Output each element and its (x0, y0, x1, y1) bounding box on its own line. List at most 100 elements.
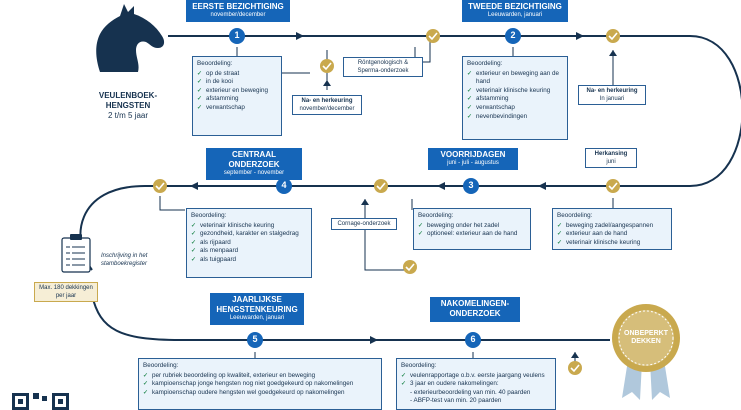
box-title: Beoordeling: (143, 362, 179, 369)
stage-subtitle: juni - juli - augustus (447, 160, 499, 166)
list-item: op de straat (197, 70, 277, 79)
qr-code-icon (12, 393, 69, 410)
stage-title: TWEEDE BEZICHTIGING (468, 2, 562, 11)
stage-header-1: EERSTE BEZICHTIGING november/december (186, 0, 290, 22)
list-subitem: - exterieurbeoordeling van min. 40 paard… (410, 388, 531, 396)
title-age: 2 t/m 5 jaar (107, 111, 148, 120)
list-item: afstamming (467, 95, 563, 104)
check-badges (153, 29, 620, 375)
seal-text: ONBEPERKT DEKKEN (624, 330, 668, 345)
stage-circle-5 (247, 332, 263, 348)
stage-header-4: CENTRAAL ONDERZOEK september - november (206, 148, 302, 180)
criteria-box-2: Beoordeling: exterieur en beweging aan d… (462, 56, 568, 140)
box-title: Beoordeling: (418, 212, 454, 219)
check-badge-icon (426, 29, 440, 43)
criteria-box-5: Beoordeling: per rubriek beoordeling op … (138, 358, 382, 410)
criteria-box-4: Beoordeling: veterinair klinische keurin… (186, 208, 312, 278)
stage-title: JAARLIJKSE HENGSTENKEURING (216, 295, 298, 314)
list-item: gezondheid, karakter en stalgedrag (191, 230, 307, 239)
list-item: kampioenschap jonge hengsten nog niet go… (143, 380, 377, 389)
list-item: in de kooi (197, 78, 277, 87)
list-item: exterieur en beweging aan de hand (467, 70, 563, 87)
check-badge-icon (374, 179, 388, 193)
diagram-title: VEULENBOEK-HENGSTEN 2 t/m 5 jaar (88, 91, 168, 121)
pill-title: Na- en herkeuring (586, 88, 638, 94)
pill-title: Herkansing (594, 151, 628, 157)
dekkingen-label: Max. 180 dekkingen per jaar (34, 282, 98, 302)
criteria-box-herkansing: Beoordeling: beweging zadel/aangespannen… (552, 208, 672, 250)
stage-number: 6 (470, 334, 476, 344)
stage-title: CENTRAAL ONDERZOEK (228, 150, 280, 169)
pill-subtitle: november/december (299, 106, 355, 112)
cornage-label: Cornage-onderzoek (331, 218, 397, 230)
list-item: afstamming (197, 95, 277, 104)
clipboard-icon (61, 234, 91, 273)
stage-circle-1 (229, 28, 245, 44)
stage-markers (229, 28, 521, 348)
pill-subtitle: juni (606, 159, 616, 165)
stage-number: 3 (468, 180, 474, 190)
stage-header-3: VOORRIJDAGEN juni - juli - augustus (428, 148, 518, 170)
stage-circle-4 (276, 178, 292, 194)
stage-header-2: TWEEDE BEZICHTIGING Leeuwarden, januari (462, 0, 568, 22)
stamboek-note: Inschrijving in het stamboekregister (101, 253, 148, 267)
list-item: veterinair klinische keuring (467, 87, 563, 96)
criteria-box-6: Beoordeling: veulenrapportage o.b.v. eer… (396, 358, 556, 410)
list-item: exterieur aan de hand (557, 230, 667, 239)
check-badge-icon (320, 59, 334, 73)
box-title: Beoordeling: (557, 212, 593, 219)
stage-circle-3 (463, 178, 479, 194)
herkeuring-label-1: Na- en herkeuring november/december (292, 95, 362, 115)
herkansing-label: Herkansing juni (585, 148, 637, 168)
list-item: veterinair klinische keuring (557, 239, 667, 248)
stage-number: 5 (252, 334, 258, 344)
check-badge-icon (606, 29, 620, 43)
horse-icon (96, 4, 165, 72)
list-item: als menpaard (191, 247, 307, 256)
check-badge-icon (568, 361, 582, 375)
list-item: beweging onder het zadel (418, 222, 526, 231)
list-item: beweging zadel/aangespannen (557, 222, 667, 231)
pill-subtitle: In januari (599, 96, 625, 102)
list-item: optioneel: exterieur aan de hand (418, 230, 526, 239)
check-badge-icon (153, 179, 167, 193)
list-item: kampioenschap oudere hengsten wel goedge… (143, 389, 377, 398)
flow-line-curve-left-2 (91, 294, 181, 341)
check-badge-icon (403, 260, 417, 274)
list-item: verwantschap (197, 104, 277, 113)
list-item: 3 jaar en oudere nakomelingen: (401, 380, 551, 389)
stage-subtitle: Leeuwarden, januari (229, 315, 285, 321)
stage-title: NAKOMELINGEN-ONDERZOEK (440, 299, 510, 318)
stage-title: VOORRIJDAGEN (440, 150, 506, 159)
list-subitem: - ABFP-test van min. 20 paarden (410, 397, 502, 405)
criteria-box-3: Beoordeling: beweging onder het zadel op… (413, 208, 531, 250)
stage-circle-6 (465, 332, 481, 348)
seal-icon (612, 304, 680, 400)
box-title: Beoordeling: (467, 60, 503, 67)
pill-title: Na- en herkeuring (301, 98, 353, 104)
list-item: als rijpaard (191, 239, 307, 248)
title-name: VEULENBOEK-HENGSTEN (98, 91, 158, 110)
stage-subtitle: november/december (210, 12, 266, 18)
criteria-box-1: Beoordeling: op de straat in de kooi ext… (192, 56, 282, 136)
rontgen-label: Röntgenologisch & Sperma-onderzoek (343, 57, 423, 77)
list-item: nevenbevindingen (467, 113, 563, 122)
list-item: per rubriek beoordeling op kwaliteit, ex… (143, 372, 377, 381)
stage-title: EERSTE BEZICHTIGING (192, 2, 284, 11)
stage-header-5: JAARLIJKSE HENGSTENKEURING Leeuwarden, j… (210, 293, 304, 325)
flow-line-curve-right (689, 35, 741, 187)
box-title: Beoordeling: (191, 212, 227, 219)
list-item: verwantschap (467, 104, 563, 113)
stage-subtitle: Leeuwarden, januari (487, 12, 543, 18)
stage-number: 4 (281, 180, 287, 190)
box-title: Beoordeling: (197, 60, 233, 67)
box-title: Beoordeling: (401, 362, 437, 369)
check-badge-icon (606, 179, 620, 193)
stage-number: 1 (234, 30, 240, 40)
list-item: veterinair klinische keuring (191, 222, 307, 231)
list-item: veulenrapportage o.b.v. eerste jaargang … (401, 372, 551, 381)
stage-subtitle: september - november (223, 170, 285, 176)
herkeuring-label-2: Na- en herkeuring In januari (578, 85, 646, 105)
stage-circle-2 (505, 28, 521, 44)
